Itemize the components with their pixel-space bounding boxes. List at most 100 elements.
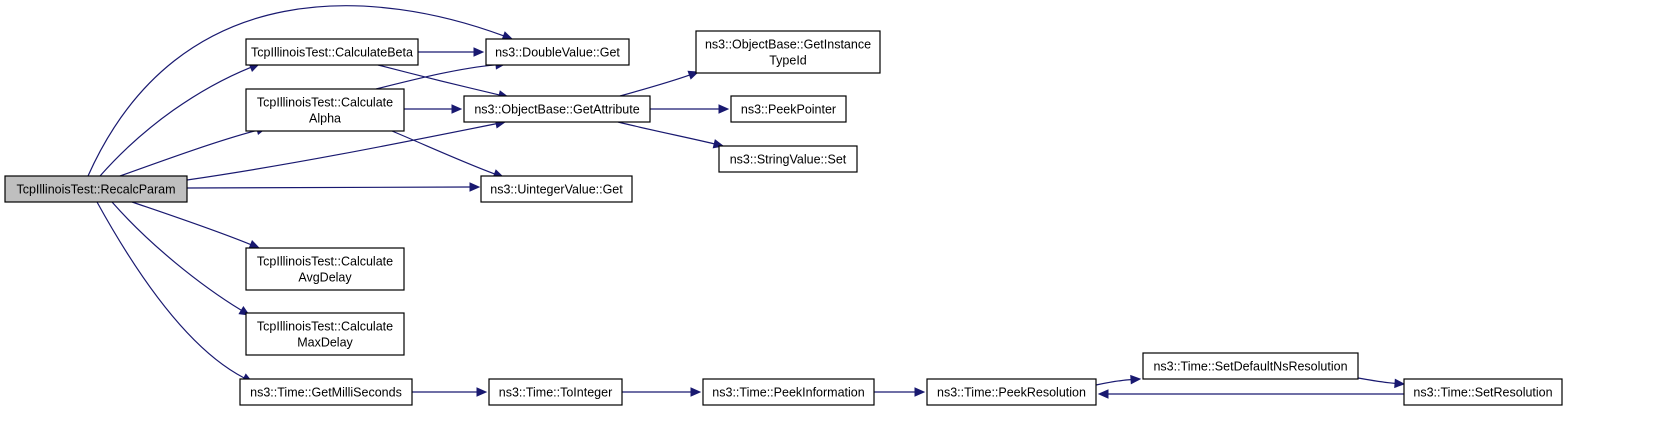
arrowhead-icon <box>690 387 702 397</box>
edge-recalc-to-calcBeta <box>99 63 261 177</box>
node-box <box>695 30 881 74</box>
node-box <box>488 378 623 406</box>
edge-toInteger-to-peekInfo <box>622 387 702 397</box>
node-label: ns3::Time::ToInteger <box>499 386 612 400</box>
nodes-layer: TcpIllinoisTest::RecalcParamTcpIllinoisT… <box>4 30 1563 406</box>
node-label: ns3::Time::SetDefaultNsResolution <box>1153 360 1347 374</box>
edge-setRes-to-peekRes <box>1097 389 1404 399</box>
arrowhead-icon <box>1097 389 1109 399</box>
node-peekPointer[interactable]: ns3::PeekPointer <box>730 95 847 123</box>
edge-line <box>617 121 715 145</box>
node-label: AvgDelay <box>298 271 352 285</box>
edge-calcAlpha-to-uintGet <box>391 130 505 179</box>
edge-line <box>186 186 471 189</box>
node-label: TcpIllinoisTest::Calculate <box>257 320 393 334</box>
edge-calcBeta-to-doubleGet <box>417 47 485 57</box>
node-label: ns3::Time::PeekInformation <box>712 386 864 400</box>
node-label: ns3::Time::SetResolution <box>1413 386 1552 400</box>
node-box <box>239 378 413 406</box>
edge-getAttr-to-getInstanceTypeId <box>619 70 700 97</box>
edge-setDefaultNsRes-to-setRes <box>1357 377 1406 389</box>
arrowhead-icon <box>476 387 488 397</box>
arrowhead-icon <box>1130 374 1142 385</box>
edge-line <box>99 66 251 177</box>
edge-line <box>186 123 497 181</box>
node-box <box>718 145 858 173</box>
node-label: TcpIllinoisTest::CalculateBeta <box>251 46 413 60</box>
node-stringSet[interactable]: ns3::StringValue::Set <box>718 145 858 173</box>
node-label: TypeId <box>769 54 807 68</box>
node-box <box>730 95 847 123</box>
edge-line <box>87 5 504 177</box>
node-peekRes[interactable]: ns3::Time::PeekResolution <box>926 378 1097 406</box>
node-getMilli[interactable]: ns3::Time::GetMilliSeconds <box>239 378 413 406</box>
edge-getAttr-to-stringSet <box>617 121 725 149</box>
node-box <box>1142 352 1359 380</box>
edge-line <box>391 130 495 175</box>
edge-peekRes-to-setDefaultNsRes <box>1095 374 1142 386</box>
node-label: ns3::UintegerValue::Get <box>490 183 623 197</box>
edge-peekInfo-to-peekRes <box>874 387 926 397</box>
node-label: ns3::StringValue::Set <box>730 153 847 167</box>
node-box <box>245 88 405 132</box>
node-label: ns3::Time::GetMilliSeconds <box>250 386 402 400</box>
node-label: Alpha <box>309 112 341 126</box>
edge-line <box>1095 379 1132 386</box>
node-box <box>245 247 405 291</box>
edge-line <box>131 201 251 246</box>
edge-getMilli-to-toInteger <box>412 387 488 397</box>
node-setDefaultNsRes[interactable]: ns3::Time::SetDefaultNsResolution <box>1142 352 1359 380</box>
node-label: MaxDelay <box>297 336 353 350</box>
node-box <box>485 38 630 66</box>
node-label: TcpIllinoisTest::Calculate <box>257 255 393 269</box>
arrowhead-icon <box>1394 378 1406 389</box>
node-label: ns3::DoubleValue::Get <box>495 46 620 60</box>
node-box <box>702 378 875 406</box>
node-box <box>926 378 1097 406</box>
edge-line <box>1357 377 1396 384</box>
node-label: ns3::PeekPointer <box>741 103 836 117</box>
node-label: ns3::Time::PeekResolution <box>937 386 1086 400</box>
node-uintGet[interactable]: ns3::UintegerValue::Get <box>480 175 633 203</box>
arrowhead-icon <box>473 47 485 57</box>
node-toInteger[interactable]: ns3::Time::ToInteger <box>488 378 623 406</box>
node-box <box>480 175 633 203</box>
node-doubleGet[interactable]: ns3::DoubleValue::Get <box>485 38 630 66</box>
node-box <box>245 312 405 356</box>
edge-getAttr-to-peekPointer <box>650 104 730 114</box>
arrowhead-icon <box>451 104 463 114</box>
edge-recalc-to-uintGet <box>186 182 481 192</box>
edge-recalc-to-doubleGet <box>87 5 514 177</box>
edge-line <box>375 64 497 90</box>
arrowhead-icon <box>718 104 730 114</box>
arrowhead-icon <box>914 387 926 397</box>
node-calcBeta[interactable]: TcpIllinoisTest::CalculateBeta <box>245 38 419 66</box>
edge-recalc-to-calcAlpha <box>119 125 268 177</box>
arrowhead-icon <box>248 239 261 249</box>
edge-line <box>619 74 690 97</box>
node-label: TcpIllinoisTest::Calculate <box>257 96 393 110</box>
node-box <box>245 38 419 66</box>
node-recalc[interactable]: TcpIllinoisTest::RecalcParam <box>4 175 188 203</box>
node-peekInfo[interactable]: ns3::Time::PeekInformation <box>702 378 875 406</box>
node-setRes[interactable]: ns3::Time::SetResolution <box>1403 378 1563 406</box>
node-label: TcpIllinoisTest::RecalcParam <box>16 183 175 197</box>
node-label: ns3::ObjectBase::GetInstance <box>705 38 871 52</box>
edges-layer <box>87 5 1406 399</box>
edge-line <box>119 129 258 177</box>
node-box <box>1403 378 1563 406</box>
node-box <box>4 175 188 203</box>
node-label: ns3::ObjectBase::GetAttribute <box>474 103 639 117</box>
edge-recalc-to-getMilli <box>96 201 254 383</box>
edge-line <box>377 64 500 96</box>
edge-line <box>111 201 242 311</box>
arrowhead-icon <box>469 182 481 192</box>
node-box <box>463 95 651 123</box>
edge-calcAlpha-to-getAttr <box>404 104 463 114</box>
node-getAttr[interactable]: ns3::ObjectBase::GetAttribute <box>463 95 651 123</box>
